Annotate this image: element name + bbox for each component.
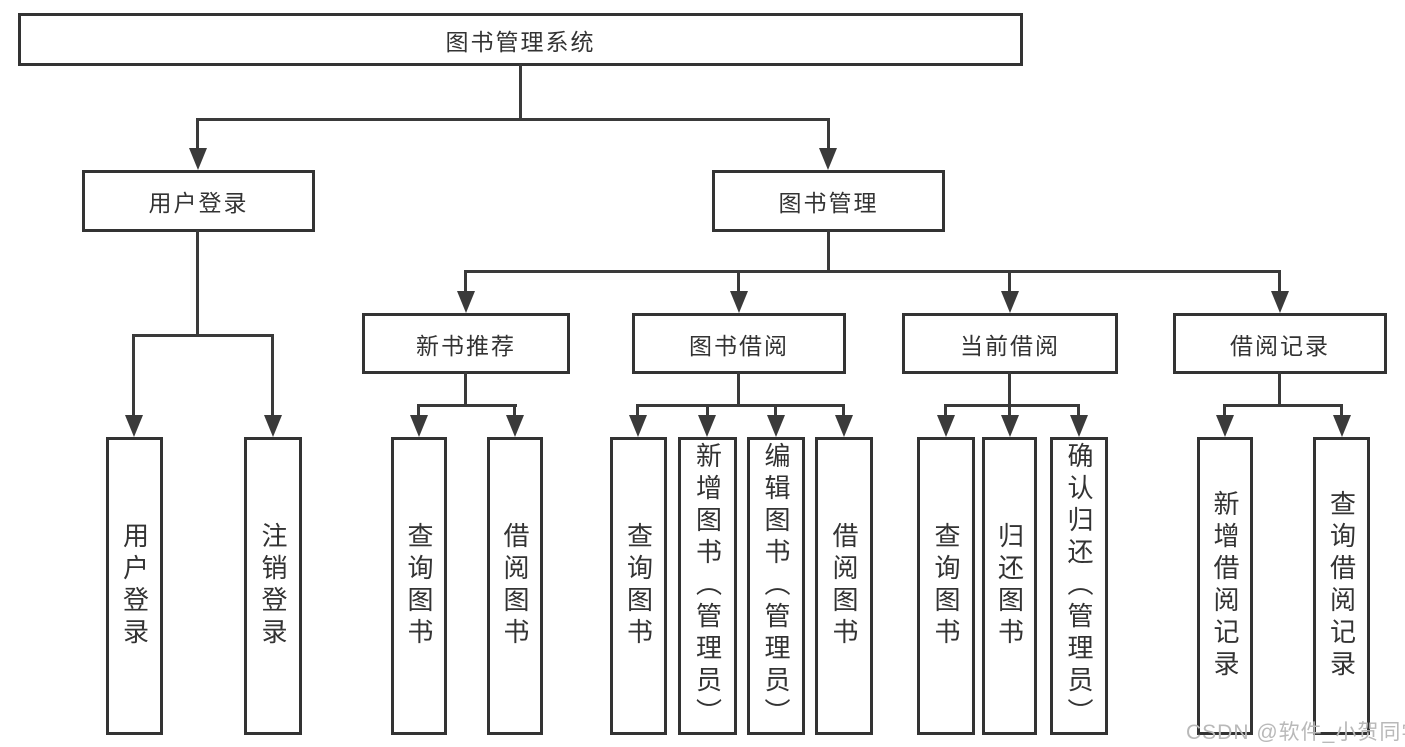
arrow-down-icon <box>698 415 716 437</box>
leaf-label: 查询图书 <box>931 522 961 650</box>
connector-line <box>519 64 522 120</box>
arrow-down-icon <box>264 415 282 437</box>
leaf-query-books-borrow: 查询图书 <box>610 437 667 735</box>
leaf-label: 查询图书 <box>623 522 654 650</box>
connector-line <box>842 404 845 420</box>
leaf-query-borrow-record: 查询借阅记录 <box>1313 437 1370 735</box>
arrow-down-icon <box>410 415 428 437</box>
leaf-label: 借阅图书 <box>829 522 859 650</box>
arrow-down-icon <box>629 415 647 437</box>
connector-line <box>513 404 516 420</box>
leaf-label: 确认归还（管理员） <box>1064 442 1094 730</box>
connector-line <box>132 334 135 420</box>
leaf-add-book-admin: 新增图书（管理员） <box>678 437 737 735</box>
arrow-down-icon <box>506 415 524 437</box>
arrow-down-icon <box>1216 415 1234 437</box>
leaf-label: 新增借阅记录 <box>1210 490 1240 682</box>
leaf-label: 编辑图书（管理员） <box>761 442 791 730</box>
node-library-system: 图书管理系统 <box>18 13 1023 66</box>
arrow-down-icon <box>819 148 837 170</box>
arrow-down-icon <box>189 148 207 170</box>
connector-line <box>1077 404 1080 420</box>
node-new-book-recommend: 新书推荐 <box>362 313 570 374</box>
connector-line <box>827 118 830 154</box>
leaf-label: 注销登录 <box>258 522 288 650</box>
connector-line <box>271 334 274 420</box>
leaf-label: 查询图书 <box>404 522 434 650</box>
connector-line <box>944 404 1080 407</box>
arrow-down-icon <box>1001 415 1019 437</box>
leaf-add-borrow-record: 新增借阅记录 <box>1197 437 1253 735</box>
node-label: 当前借阅 <box>960 332 1060 359</box>
leaf-label: 查询借阅记录 <box>1326 490 1357 682</box>
arrow-down-icon <box>835 415 853 437</box>
leaf-label: 用户登录 <box>119 522 150 650</box>
connector-line <box>944 404 947 420</box>
connector-line <box>1340 404 1343 420</box>
leaf-return-book: 归还图书 <box>982 437 1037 735</box>
arrow-down-icon <box>767 415 785 437</box>
arrow-down-icon <box>1271 291 1289 313</box>
connector-line <box>1008 372 1011 406</box>
connector-line <box>417 404 420 420</box>
node-book-management: 图书管理 <box>712 170 945 232</box>
connector-line <box>1223 404 1343 407</box>
node-label: 图书管理 <box>778 190 879 216</box>
connector-line <box>464 372 467 406</box>
node-label: 图书借阅 <box>689 332 789 359</box>
arrow-down-icon <box>1070 415 1088 437</box>
connector-line <box>706 404 709 420</box>
node-user-login: 用户登录 <box>82 170 315 232</box>
leaf-query-books-newbook: 查询图书 <box>391 437 447 735</box>
leaf-label: 新增图书（管理员） <box>692 442 723 730</box>
connector-line <box>737 270 740 296</box>
leaf-borrow-books-newbook: 借阅图书 <box>487 437 543 735</box>
connector-line <box>1278 270 1281 296</box>
connector-line <box>774 404 777 420</box>
connector-line <box>1223 404 1226 420</box>
node-book-borrow: 图书借阅 <box>632 313 846 374</box>
arrow-down-icon <box>1001 291 1019 313</box>
connector-line <box>464 270 1281 273</box>
arrow-down-icon <box>937 415 955 437</box>
connector-line <box>197 118 830 121</box>
node-label: 用户登录 <box>148 190 249 216</box>
node-label: 新书推荐 <box>416 332 516 359</box>
connector-line <box>827 230 830 272</box>
connector-line <box>737 372 740 406</box>
node-label: 借阅记录 <box>1230 332 1330 359</box>
leaf-edit-book-admin: 编辑图书（管理员） <box>747 437 805 735</box>
watermark: CSDN @软件_小贺同学 <box>1186 721 1405 744</box>
connector-line <box>1008 404 1011 420</box>
arrow-down-icon <box>125 415 143 437</box>
connector-line <box>1278 372 1281 406</box>
node-label: 图书管理系统 <box>445 28 596 55</box>
leaf-query-books-current: 查询图书 <box>917 437 975 735</box>
connector-line <box>417 404 517 407</box>
connector-line <box>636 404 639 420</box>
leaf-label: 借阅图书 <box>500 522 530 650</box>
connector-line <box>196 230 199 336</box>
arrow-down-icon <box>457 291 475 313</box>
arrow-down-icon <box>1333 415 1351 437</box>
arrow-down-icon <box>730 291 748 313</box>
connector-line <box>464 270 467 296</box>
connector-line <box>636 404 845 407</box>
connector-line <box>132 334 274 337</box>
leaf-borrow-books-borrow: 借阅图书 <box>815 437 873 735</box>
leaf-user-login: 用户登录 <box>106 437 163 735</box>
leaf-confirm-return-admin: 确认归还（管理员） <box>1050 437 1108 735</box>
node-current-borrow: 当前借阅 <box>902 313 1118 374</box>
connector-line <box>1008 270 1011 296</box>
leaf-label: 归还图书 <box>994 522 1025 650</box>
node-borrow-records: 借阅记录 <box>1173 313 1387 374</box>
leaf-logout: 注销登录 <box>244 437 302 735</box>
connector-line <box>196 118 199 154</box>
